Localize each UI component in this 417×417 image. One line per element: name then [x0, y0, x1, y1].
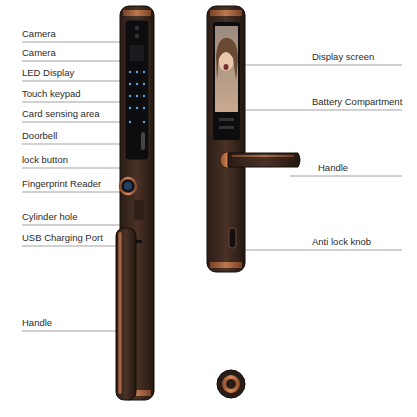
cylinder-part [217, 370, 245, 398]
part-label: Fingerprint Reader [22, 178, 101, 190]
part-label: Handle [22, 317, 52, 329]
part-label: Card sensing area [22, 108, 100, 120]
part-label: Handle [318, 162, 348, 174]
part-label: Cylinder hole [22, 211, 77, 223]
part-label: Battery Compartment [312, 96, 402, 108]
part-label: Doorbell [22, 130, 57, 142]
part-label: Anti lock knob [312, 236, 371, 248]
part-label: USB Charging Port [22, 232, 103, 244]
part-label: Camera [22, 47, 56, 59]
part-label: Display screen [312, 51, 374, 63]
back-lock [207, 6, 300, 272]
part-label: LED Display [22, 67, 74, 79]
part-label: Touch keypad [22, 88, 81, 100]
part-label: lock button [22, 154, 68, 166]
front-lock [116, 6, 154, 400]
part-label: Camera [22, 28, 56, 40]
